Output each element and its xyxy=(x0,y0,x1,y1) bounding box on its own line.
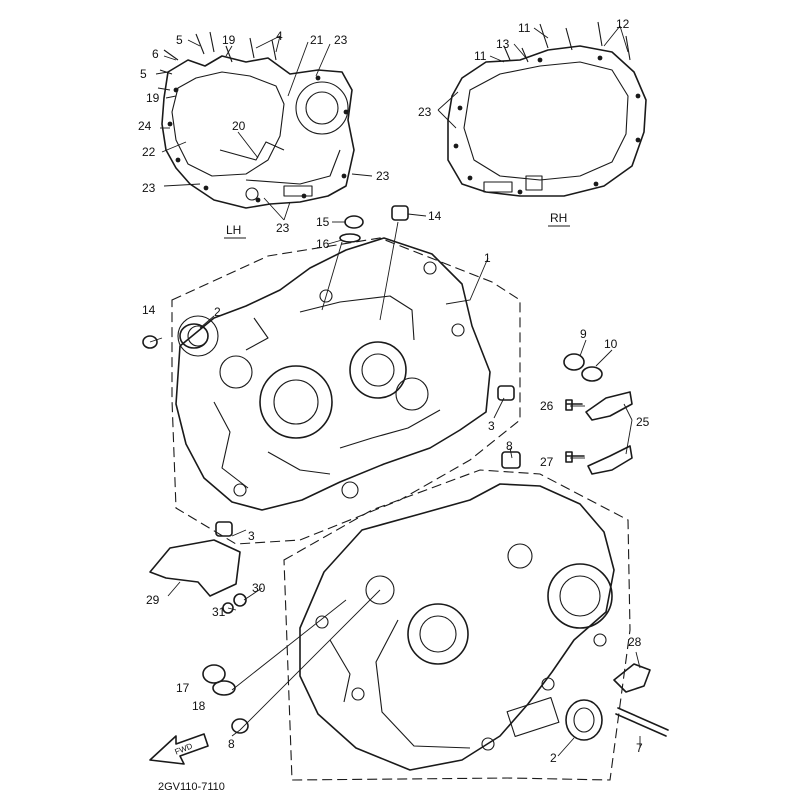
callout-5: 5 xyxy=(140,67,147,81)
small-parts xyxy=(142,205,669,741)
callout-12: 12 xyxy=(616,17,630,31)
callout-19: 19 xyxy=(222,33,236,47)
upper-crankcase xyxy=(175,237,491,511)
callout-26: 26 xyxy=(540,399,554,413)
callout-17: 17 xyxy=(176,681,190,695)
right-gasket xyxy=(447,21,647,197)
callout-3: 3 xyxy=(488,419,495,433)
gasket-lh-tag: LH xyxy=(226,223,241,237)
gasket-rh-tag: RH xyxy=(550,211,567,225)
callout-3: 3 xyxy=(248,529,255,543)
callout-14: 14 xyxy=(428,209,442,223)
callout-2: 2 xyxy=(550,751,557,765)
lower-crankcase xyxy=(299,483,615,771)
callout-10: 10 xyxy=(604,337,618,351)
callout-27: 27 xyxy=(540,455,554,469)
callout-25: 25 xyxy=(636,415,650,429)
callout-24: 24 xyxy=(138,119,152,133)
callout-18: 18 xyxy=(192,699,206,713)
leader-lines xyxy=(149,25,641,757)
callout-14: 14 xyxy=(142,303,156,317)
callout-23: 23 xyxy=(142,181,156,195)
callout-19: 19 xyxy=(146,91,160,105)
callout-2: 2 xyxy=(214,305,221,319)
callout-4: 4 xyxy=(276,29,283,43)
callout-8: 8 xyxy=(228,737,235,751)
callout-16: 16 xyxy=(316,237,330,251)
fwd-arrow-icon xyxy=(149,733,209,765)
callout-6: 6 xyxy=(152,47,159,61)
callout-11: 11 xyxy=(474,49,487,63)
callout-20: 20 xyxy=(232,119,246,133)
callout-5: 5 xyxy=(176,33,183,47)
upper-case-boundary xyxy=(171,237,521,545)
callout-22: 22 xyxy=(142,145,156,159)
callout-13: 13 xyxy=(496,37,510,51)
diagram-code: 2GV110-7110 xyxy=(158,781,225,793)
callout-28: 28 xyxy=(628,635,642,649)
callout-15: 15 xyxy=(316,215,330,229)
callout-11: 11 xyxy=(518,21,531,35)
callout-23: 23 xyxy=(376,169,390,183)
callout-1: 1 xyxy=(484,251,491,265)
callout-9: 9 xyxy=(580,327,587,341)
left-gasket xyxy=(157,31,355,209)
callout-29: 29 xyxy=(146,593,160,607)
callout-21: 21 xyxy=(310,33,324,47)
callout-31: 31 xyxy=(212,605,226,619)
callout-23: 23 xyxy=(334,33,348,47)
lower-case-boundary xyxy=(283,469,631,781)
callout-23: 23 xyxy=(276,221,290,235)
callout-30: 30 xyxy=(252,581,266,595)
callout-7: 7 xyxy=(636,741,643,755)
callout-8: 8 xyxy=(506,439,513,453)
callout-23: 23 xyxy=(418,105,432,119)
